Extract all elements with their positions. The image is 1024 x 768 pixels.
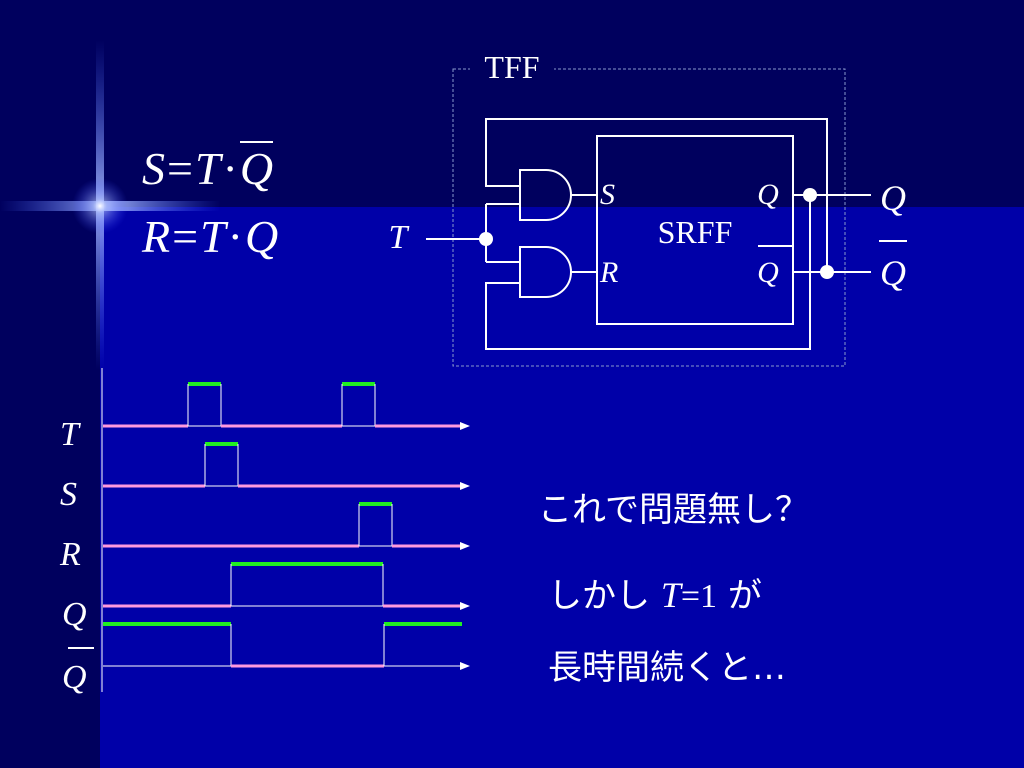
pin-q-label: Q [757,178,779,211]
pin-qbar-label: Q [757,256,779,289]
equation-r: R=T·Q [142,211,279,262]
wave-q-arrow [460,602,470,610]
timing-label-t: T [60,416,81,453]
out-qbar-label: Q [880,253,906,293]
sparkle-star [72,178,128,234]
wave-qbar-arrow [460,662,470,670]
tff-boundary [452,68,846,367]
junction-qbar [820,265,834,279]
wire-feedback-q [485,195,811,350]
input-t-label: T [389,219,410,256]
equation-s: S=T·Q [142,141,274,194]
pin-r-label: R [599,256,618,289]
pin-s-label: S [600,178,615,211]
tff-label: TFF [484,49,539,85]
out-q-label: Q [880,178,906,218]
srff-label: SRFF [658,214,733,250]
text-line-2: しかし T=1 が [548,575,762,616]
wave-s-arrow [460,482,470,490]
wave-t-arrow [460,422,470,430]
junction-t [479,232,493,246]
wave-r-arrow [460,542,470,550]
junction-q [803,188,817,202]
and-gate-r [519,246,572,298]
timing-label-q: Q [62,596,87,633]
srff-box [596,135,794,325]
text-line-3: 長時間続くと… [548,648,786,688]
and-gate-s [519,169,572,221]
q-bar: Q [239,141,274,194]
timing-label-qbar: Q [62,659,87,696]
timing-label-r: R [59,536,81,573]
wire-feedback-qbar [485,118,828,272]
question-text: これで問題無し？ [538,490,809,530]
timing-label-s: S [60,476,77,513]
